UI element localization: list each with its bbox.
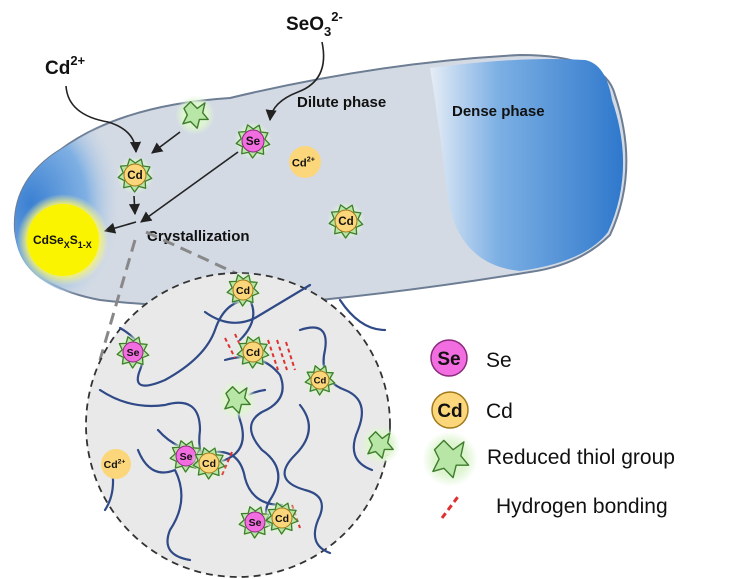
polymer-chain — [136, 448, 192, 562]
hydrogen-bond — [285, 341, 296, 371]
cd-atom: Cd — [327, 202, 365, 240]
se-atom-label: Se — [127, 347, 140, 359]
cd-atom-label: Cd — [202, 458, 216, 470]
selenite-arrow — [265, 41, 325, 122]
cd-atom: Cd — [264, 500, 300, 536]
thiol-group — [175, 95, 215, 135]
cd-atom: Cd — [191, 445, 227, 481]
se-atom: Se — [237, 504, 273, 540]
hydrogen-bonds — [221, 333, 301, 529]
cd-atom: Cd — [303, 363, 337, 397]
se-atom-label: Se — [180, 451, 193, 463]
polymer-chain — [298, 326, 374, 472]
cadmium-ion-label: Cd2+ — [292, 155, 315, 170]
nanoparticle-label: CdSeXS1-X — [33, 233, 92, 250]
selenite-sup: 2- — [331, 9, 343, 24]
zoom-circle — [85, 272, 391, 578]
nanoparticle: CdSeXS1-X — [17, 194, 109, 286]
cd-icon — [431, 391, 469, 429]
thiol-group — [360, 425, 400, 465]
cd-down-arrow — [128, 195, 141, 216]
legend-label-se: Se — [486, 349, 512, 372]
se-to-crystallization-arrow — [140, 151, 239, 223]
cd-atom: Cd — [235, 334, 271, 370]
selenite-sub: 3 — [324, 24, 331, 39]
cadmium-ion-arrow — [65, 85, 142, 154]
legend-label-hbond: Hydrogen bonding — [496, 495, 668, 518]
cd-atom-label: Cd — [236, 285, 250, 297]
se-atom: Se — [115, 334, 151, 370]
zoom-connector-left — [98, 239, 137, 361]
legend: Se Se Cd Cd Reduced thiol group Hydrogen… — [422, 339, 675, 519]
dense-phase-label: Dense phase — [452, 103, 545, 120]
polymer-chain — [203, 283, 312, 324]
polymer-chain — [338, 298, 387, 332]
se-atom-label: Se — [246, 135, 261, 148]
cd-atom-label: Cd — [127, 169, 142, 182]
cadmium-ion-label: Cd2+ — [104, 459, 126, 472]
cd-atom-label: Cd — [275, 513, 289, 525]
hydrogen-bond-icon — [440, 493, 462, 519]
hydrogen-bond — [224, 337, 236, 359]
legend-item-thiol: Reduced thiol group — [422, 431, 675, 487]
selenite-base: SeO — [286, 14, 324, 35]
legend-item-cd: Cd Cd — [431, 391, 513, 429]
cadmium-sup: 2+ — [70, 53, 85, 68]
zoom-connector-right — [145, 230, 269, 290]
thiol-to-cd-arrow — [151, 131, 181, 154]
cd-icon-badge: Cd — [437, 401, 462, 422]
legend-item-hbond: Hydrogen bonding — [440, 493, 668, 519]
se-atom: Se — [234, 122, 272, 160]
legend-label-thiol: Reduced thiol group — [487, 446, 675, 469]
dilute-phase-label: Dilute phase — [297, 94, 386, 111]
cadmium-base: Cd — [45, 58, 70, 79]
se-icon-badge: Se — [437, 349, 460, 370]
thiol-icon — [422, 431, 478, 487]
selenite-label: SeO32- — [286, 9, 343, 39]
dense-phase-region — [430, 59, 624, 271]
cadmium-ion-label: Cd2+ — [45, 53, 86, 79]
thiol-group — [217, 380, 257, 420]
thiol-icon-shape — [422, 431, 478, 487]
polymer-chain — [283, 403, 332, 555]
cd-atom: Cd — [116, 156, 154, 194]
hydrogen-bond — [267, 339, 279, 371]
se-atom-label: Se — [249, 517, 262, 529]
cd-atom-label: Cd — [246, 347, 260, 359]
legend-item-se: Se Se — [430, 339, 512, 377]
cadmium-ion: Cd2+ — [289, 146, 321, 178]
crystallization-label: Crystallization — [147, 228, 250, 245]
cd-atom-label: Cd — [314, 375, 327, 386]
se-icon — [430, 339, 468, 377]
cd-atom: Cd — [225, 272, 261, 308]
cd-atom-label: Cd — [338, 215, 353, 228]
hydrogen-bond — [276, 339, 288, 371]
cadmium-ion: Cd2+ — [101, 449, 131, 479]
crystallization-to-np-arrow — [103, 221, 137, 234]
legend-label-cd: Cd — [486, 400, 513, 423]
